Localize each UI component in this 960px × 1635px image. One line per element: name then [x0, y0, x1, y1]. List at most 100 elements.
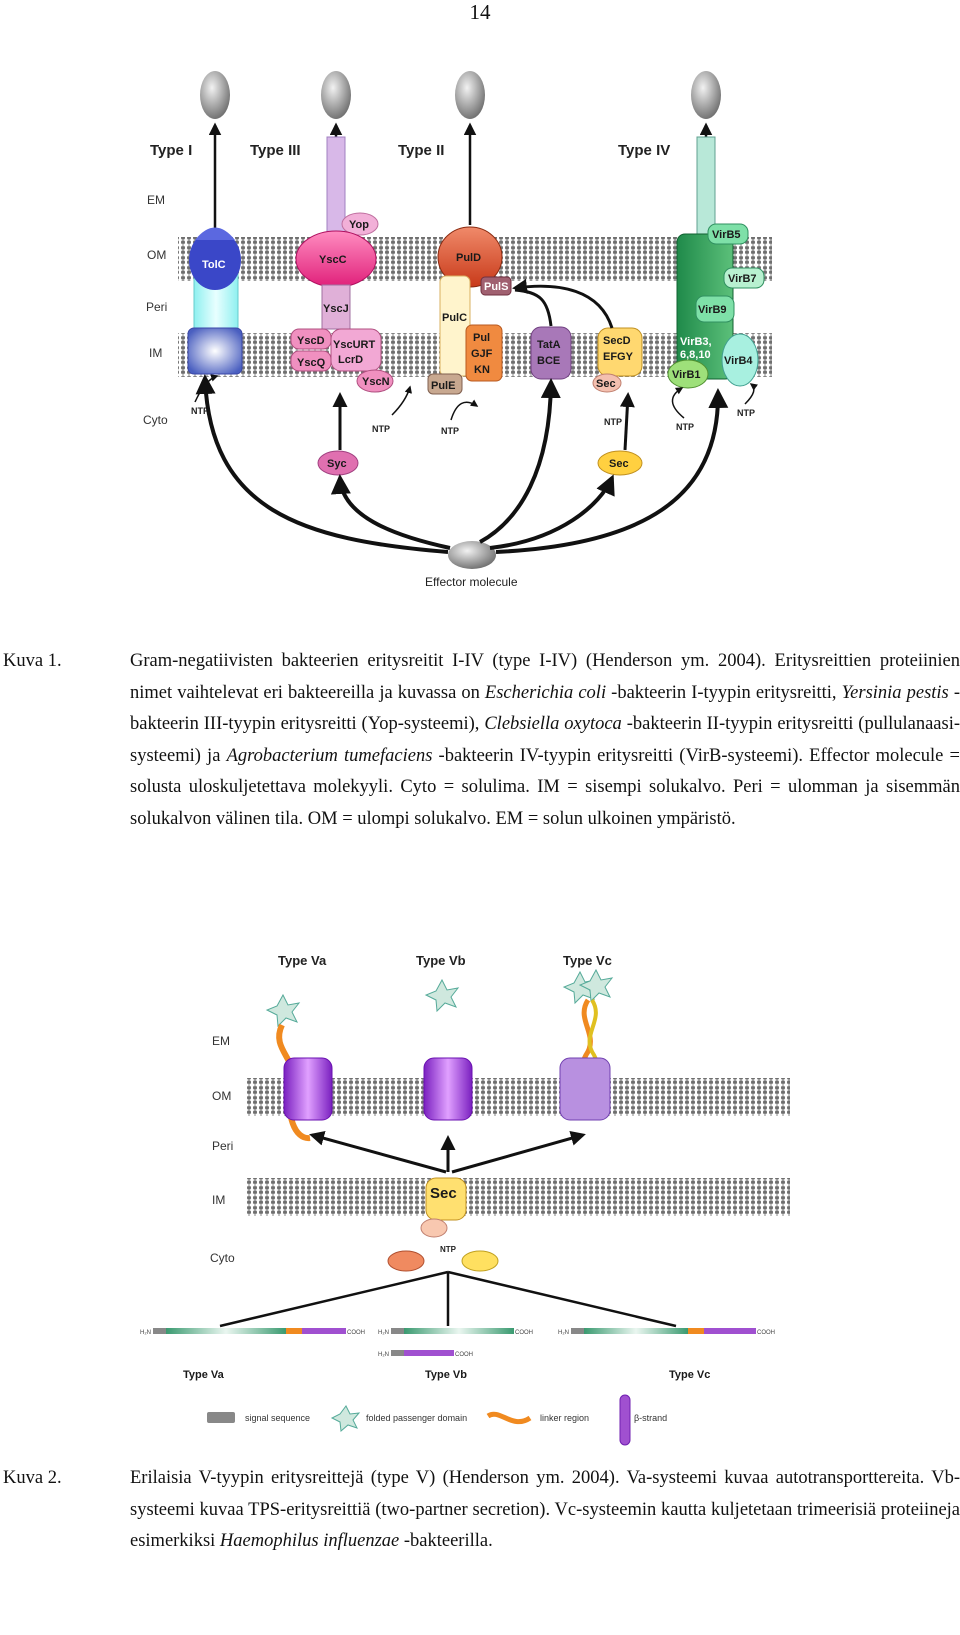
gjf-label: GJF [471, 348, 493, 360]
type-i-im-transporter [187, 327, 243, 375]
puls-protein [480, 276, 512, 296]
fig2-layer-peri: Peri [212, 1139, 233, 1153]
virb1-label: VirB1 [672, 369, 701, 381]
pule-label: PulE [431, 380, 455, 392]
virb9-protein [695, 295, 735, 323]
passenger-star-vb [424, 978, 460, 1013]
pul-label: Pul [473, 332, 490, 344]
yscurt-lcrd-protein [330, 328, 382, 372]
secreted-molecule-type-iv [691, 71, 721, 119]
svg-text:H₂N: H₂N [378, 1330, 389, 1336]
arrow-tata-to-puls [514, 288, 553, 327]
type-iv-pilus [696, 136, 716, 238]
yop-protein [341, 212, 379, 236]
fig2-ntp-label: NTP [440, 1245, 457, 1254]
svg-text:COOH: COOH [757, 1330, 775, 1336]
yscn-protein [356, 369, 394, 393]
protein-diagram-vb: H₂N COOH H₂N COOH [378, 1328, 533, 1358]
secd-efgy-protein [597, 327, 643, 377]
legend-signal-sequence: signal sequence [245, 1413, 310, 1423]
arrow-effector-type-iv [495, 388, 729, 554]
barrel-va [283, 1057, 333, 1121]
tolc-barrel [189, 230, 241, 290]
fig2-layer-em: EM [212, 1034, 230, 1048]
yscd-label: YscD [297, 335, 325, 347]
figure-1-secretion-pathways: EM OM Peri IM Cyto Type I Type III Type … [143, 71, 772, 589]
arrow-effector-tata [479, 378, 561, 544]
bottom-type-vc-label: Type Vc [669, 1369, 710, 1381]
syc-label: Syc [327, 458, 347, 470]
protein-diagram-va: H₂N COOH [140, 1328, 365, 1336]
cyto-protein-orange [387, 1250, 425, 1272]
effector-molecule-label: Effector molecule [425, 575, 518, 589]
efgy-label: EFGY [603, 351, 634, 363]
tolc-label: TolC [202, 259, 226, 271]
pule-protein [427, 373, 463, 395]
ntp-label-1: NTP [191, 406, 209, 416]
legend-beta-strand: β-strand [634, 1413, 667, 1423]
fig2-layer-im: IM [212, 1193, 225, 1207]
type-iv-label: Type IV [618, 142, 670, 159]
svg-text:COOH: COOH [455, 1352, 473, 1358]
sec-small-label: Sec [596, 378, 616, 390]
layer-label-im: IM [149, 346, 162, 360]
arrow-effector-syc [330, 474, 451, 550]
puls-label: PulS [484, 281, 508, 293]
kn-label: KN [474, 364, 490, 376]
caption-2-text: Erilaisia V-tyypin eritysreittejä (type … [130, 1468, 960, 1551]
virb7-protein [723, 267, 765, 289]
virb3-label: VirB3, [680, 336, 712, 348]
puld-label: PulD [456, 252, 481, 264]
fig2-layer-cyto: Cyto [210, 1251, 235, 1265]
cyto-protein-yellow [461, 1250, 499, 1272]
virb5-protein [707, 223, 749, 245]
sec-translocon [425, 1177, 467, 1221]
svg-text:H₂N: H₂N [378, 1352, 389, 1358]
arrow-to-puls [512, 278, 614, 329]
virb9-label: VirB9 [698, 304, 727, 316]
ntp-label-4: NTP [604, 417, 622, 427]
layer-label-peri: Peri [146, 300, 167, 314]
type-va-label: Type Va [278, 953, 327, 968]
fig2-inner-membrane [245, 1178, 790, 1216]
tata-bce-protein [530, 326, 572, 380]
virb4-protein [721, 333, 759, 387]
yscc-label: YscC [319, 254, 347, 266]
svg-text:COOH: COOH [515, 1330, 533, 1336]
pulc-label: PulC [442, 312, 467, 324]
yscurt-label: YscURT [333, 339, 375, 351]
figure-2-type-v-pathways: Type Va Type Vb Type Vc EM OM Peri IM Cy… [140, 953, 790, 1446]
yscj-label: YscJ [323, 303, 349, 315]
layer-label-em: EM [147, 193, 165, 207]
type-iii-label: Type III [250, 142, 301, 159]
virb1-protein [667, 359, 709, 389]
fig2-layer-om: OM [212, 1089, 231, 1103]
svg-text:H₂N: H₂N [140, 1330, 151, 1336]
arrow-effector-sec [489, 474, 615, 550]
tata-label: TatA [537, 339, 561, 351]
arrow-sec-secd [619, 392, 635, 451]
bottom-type-vb-label: Type Vb [425, 1369, 467, 1381]
page-number: 14 [469, 0, 491, 24]
secd-label: SecD [603, 335, 631, 347]
fig2-sec-label: Sec [430, 1185, 457, 1202]
yop-label: Yop [349, 219, 369, 231]
type-vb-label: Type Vb [416, 953, 466, 968]
virb4-label: VirB4 [724, 355, 753, 367]
ntp-label-2: NTP [372, 424, 390, 434]
fig2-outer-membrane [245, 1078, 790, 1116]
svg-text:H₂N: H₂N [558, 1330, 569, 1336]
legend-linker-region: linker region [540, 1413, 589, 1423]
layer-label-om: OM [147, 248, 166, 262]
lcrd-label: LcrD [338, 354, 363, 366]
ntp-label-5: NTP [676, 422, 694, 432]
bce-label: BCE [537, 355, 560, 367]
sec-label: Sec [609, 458, 629, 470]
sec-protein [597, 450, 643, 476]
passenger-star-va [265, 993, 301, 1028]
yscq-label: YscQ [297, 357, 326, 369]
virb7-label: VirB7 [728, 273, 757, 285]
caption-1-label: Kuva 1. [3, 651, 62, 671]
layer-label-cyto: Cyto [143, 413, 168, 427]
protein-diagram-vc: H₂N COOH [558, 1328, 775, 1336]
